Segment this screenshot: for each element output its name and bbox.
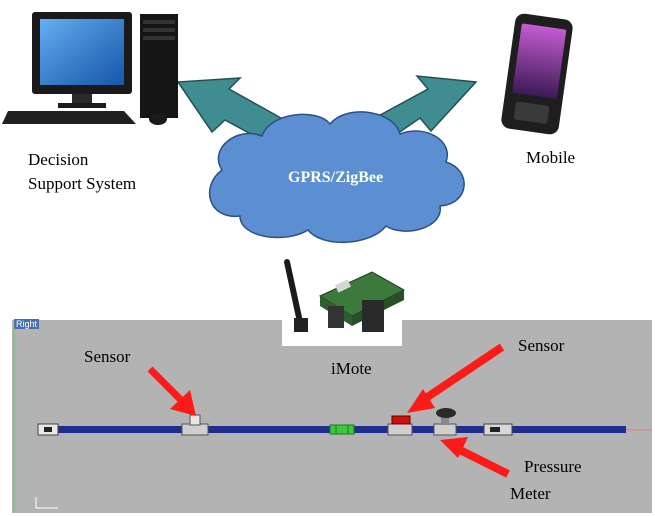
- computer-label-line1: Decision: [28, 150, 89, 169]
- sensor-right-label: Sensor: [518, 336, 565, 355]
- pipe-end-right-fitting: [483, 423, 513, 436]
- pressure-label-line1: Pressure: [524, 457, 582, 476]
- left-sensor: [181, 414, 209, 436]
- computer-label-line2: Support System: [28, 174, 137, 193]
- axis-marker: [35, 497, 58, 509]
- panel-corner-tag: Right: [14, 319, 40, 329]
- imote-image: [282, 259, 406, 346]
- right-sensor: [387, 415, 413, 436]
- red-arrow-left-sensor: [147, 366, 196, 416]
- mobile-label: Mobile: [526, 148, 576, 167]
- teal-arrow-left: [176, 77, 292, 141]
- imote-label: iMote: [331, 359, 372, 378]
- cloud-shape: [208, 111, 465, 243]
- pipe-end-fitting: [37, 423, 59, 436]
- green-coupling: [329, 424, 355, 435]
- pressure-label-line2: Meter: [510, 484, 551, 503]
- sensor-left-label: Sensor: [84, 347, 131, 366]
- desktop-computer-image: [2, 12, 178, 125]
- pressure-meter: [433, 408, 457, 436]
- red-arrow-right-sensor: [407, 343, 505, 413]
- red-arrow-pressure-meter: [440, 437, 510, 478]
- pipeline-panel: Right: [12, 319, 652, 513]
- mobile-phone-image: [501, 13, 573, 135]
- cloud-label: GPRS/ZigBee: [288, 169, 384, 186]
